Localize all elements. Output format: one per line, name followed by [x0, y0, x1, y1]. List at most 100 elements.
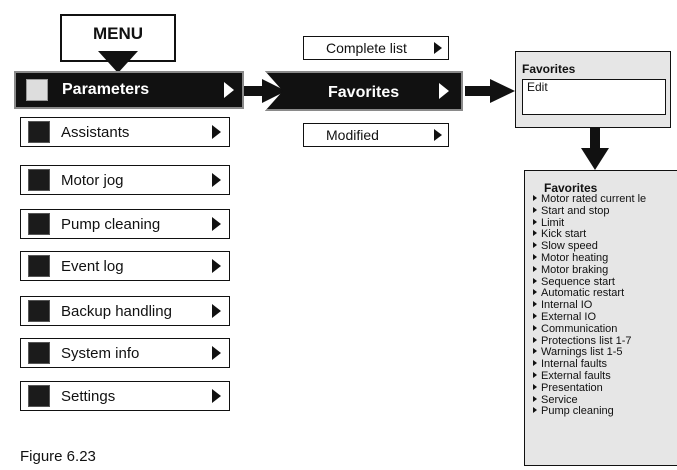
chevron-right-icon: [212, 217, 221, 231]
menu-pointer-arrow: [98, 51, 138, 73]
assistants-icon: [28, 121, 50, 143]
chevron-right-icon: [212, 346, 221, 360]
submenu-label: Modified: [326, 127, 379, 143]
list-item-label: Start and stop: [541, 204, 610, 217]
favorites-list: Motor rated current le Start and stop Li…: [533, 193, 647, 418]
list-item[interactable]: Warnings list 1-5: [533, 346, 646, 359]
list-item[interactable]: Internal IO: [533, 299, 646, 312]
triangle-bullet-icon: [533, 407, 537, 414]
list-item[interactable]: Sequence start: [533, 275, 646, 289]
list-item-label: Automatic restart: [541, 287, 625, 300]
submenu-complete-list[interactable]: Complete list: [303, 36, 449, 60]
list-item-label: Motor rated current le: [541, 193, 647, 205]
list-item-label: Sequence start: [541, 275, 615, 288]
list-item-label: External IO: [541, 310, 597, 323]
menu-item-pump-cleaning[interactable]: Pump cleaning: [20, 209, 230, 239]
submenu-modified[interactable]: Modified: [303, 123, 449, 147]
list-item-label: Service: [541, 393, 578, 406]
list-item[interactable]: Limit: [533, 216, 646, 230]
motor-jog-icon: [28, 169, 50, 191]
chevron-right-icon: [212, 389, 221, 403]
list-item[interactable]: External IO: [533, 310, 646, 324]
menu-item-system-info[interactable]: System info: [20, 338, 230, 368]
favorites-list-screen: Favorites Motor rated current le Start a…: [524, 170, 677, 466]
triangle-bullet-icon: [533, 253, 537, 260]
menu-item-label: Motor jog: [61, 171, 124, 189]
figure-caption: Figure 6.23: [20, 448, 96, 465]
list-item[interactable]: Kick start: [533, 228, 646, 241]
list-item[interactable]: Presentation: [533, 381, 646, 395]
menu-item-backup-handling[interactable]: Backup handling: [20, 296, 230, 326]
chevron-right-icon: [224, 82, 234, 98]
arrow-parameters-to-favorites-shaft: [244, 86, 266, 96]
list-item-label: Internal IO: [541, 299, 593, 312]
list-item-label: Protections list 1-7: [541, 334, 632, 347]
list-item-label: Pump cleaning: [541, 405, 614, 418]
triangle-bullet-icon: [533, 277, 537, 284]
list-item-label: Slow speed: [541, 240, 598, 253]
list-item[interactable]: Motor braking: [533, 263, 646, 277]
favorites-list-title: Favorites: [544, 181, 598, 195]
list-item[interactable]: Motor rated current le: [533, 193, 647, 206]
arrow-favorites-to-screen-head: [490, 79, 515, 103]
chevron-right-icon: [212, 125, 221, 139]
menu-item-label: Pump cleaning: [61, 215, 161, 233]
arrow-screen-to-list-shaft: [590, 128, 600, 150]
triangle-bullet-icon: [533, 195, 537, 201]
chevron-right-icon: [439, 83, 449, 99]
menu-item-label: Backup handling: [61, 302, 172, 320]
list-item[interactable]: Motor heating: [533, 252, 646, 265]
list-item[interactable]: Protections list 1-7: [533, 334, 646, 348]
menu-item-label: Assistants: [61, 123, 130, 141]
triangle-bullet-icon: [533, 336, 537, 343]
list-item[interactable]: Communication: [533, 322, 646, 336]
chevron-right-icon: [434, 129, 442, 141]
list-item-label: Motor braking: [541, 263, 609, 276]
arrow-favorites-to-screen-shaft: [465, 86, 493, 96]
menu-item-parameters[interactable]: Parameters: [14, 71, 244, 109]
triangle-bullet-icon: [533, 242, 537, 249]
list-item[interactable]: Service: [533, 393, 646, 407]
triangle-bullet-icon: [533, 301, 537, 308]
list-item[interactable]: Slow speed: [533, 240, 646, 253]
triangle-bullet-icon: [533, 360, 537, 367]
list-item-label: Internal faults: [541, 358, 608, 371]
list-item-label: Communication: [541, 322, 618, 335]
triangle-bullet-icon: [533, 324, 537, 331]
list-item[interactable]: Pump cleaning: [533, 405, 646, 418]
chevron-right-icon: [434, 42, 442, 54]
menu-item-event-log[interactable]: Event log: [20, 251, 230, 281]
list-item-label: External faults: [541, 369, 611, 382]
triangle-bullet-icon: [533, 230, 537, 237]
list-item-label: Warnings list 1-5: [541, 346, 623, 359]
settings-icon: [28, 385, 50, 407]
edit-option[interactable]: Edit: [522, 79, 666, 115]
menu-item-label: Event log: [61, 257, 124, 275]
list-item-label: Limit: [541, 216, 565, 229]
menu-item-motor-jog[interactable]: Motor jog: [20, 165, 230, 195]
submenu-favorites[interactable]: Favorites: [265, 71, 463, 111]
menu-item-assistants[interactable]: Assistants: [20, 117, 230, 147]
submenu-label: Complete list: [326, 40, 407, 56]
chevron-right-icon: [212, 259, 221, 273]
triangle-bullet-icon: [533, 371, 537, 378]
menu-item-label: Parameters: [62, 81, 150, 98]
triangle-bullet-icon: [533, 312, 537, 319]
triangle-bullet-icon: [533, 348, 537, 355]
list-item[interactable]: Internal faults: [533, 358, 646, 371]
chevron-right-icon: [212, 304, 221, 318]
arrow-parameters-to-favorites-head: [262, 79, 286, 103]
list-item[interactable]: Automatic restart: [533, 287, 646, 300]
menu-item-settings[interactable]: Settings: [20, 381, 230, 411]
triangle-bullet-icon: [533, 206, 537, 213]
triangle-bullet-icon: [533, 395, 537, 402]
menu-item-label: Settings: [61, 387, 116, 405]
list-item[interactable]: External faults: [533, 369, 646, 383]
triangle-bullet-icon: [533, 289, 537, 296]
menu-item-label: System info: [61, 344, 140, 362]
system-info-icon: [28, 342, 50, 364]
submenu-label: Favorites: [328, 84, 400, 101]
list-item[interactable]: Start and stop: [533, 204, 646, 218]
list-item-label: Presentation: [541, 381, 603, 394]
